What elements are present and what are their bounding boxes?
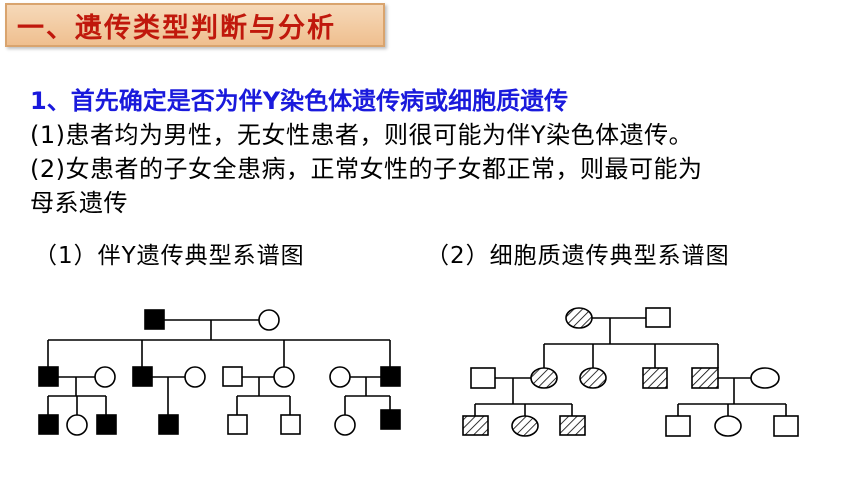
heading: 1、首先确定是否为伴Y染色体遗传病或细胞质遗传 xyxy=(30,87,569,115)
affected-male-symbol xyxy=(380,366,401,387)
affected-male-symbol xyxy=(38,414,59,435)
affected-male-symbol xyxy=(642,367,668,389)
normal-male-symbol xyxy=(773,415,799,437)
affected-male-symbol xyxy=(158,414,179,435)
affected-male-symbol xyxy=(96,414,117,435)
affected-male-symbol xyxy=(691,367,719,389)
section-title: 一、遗传类型判断与分析 xyxy=(17,12,336,44)
normal-female-symbol xyxy=(334,414,356,436)
normal-male-symbol xyxy=(222,366,243,387)
pedigree-cytoplasmic xyxy=(462,307,799,437)
normal-female-symbol xyxy=(750,367,780,389)
pedigree-y-linked xyxy=(38,309,401,436)
point-1: (1)患者均为男性，无女性患者，则很可能为伴Y染色体遗传。 xyxy=(30,121,694,149)
normal-male-symbol xyxy=(645,307,671,328)
normal-female-symbol xyxy=(329,366,351,388)
normal-male-symbol xyxy=(470,367,496,389)
normal-female-symbol xyxy=(258,309,280,331)
affected-male-symbol xyxy=(462,415,489,436)
normal-female-symbol xyxy=(66,414,88,436)
affected-male-symbol xyxy=(132,366,153,387)
normal-female-symbol xyxy=(94,366,116,388)
affected-male-symbol xyxy=(38,366,59,387)
normal-female-symbol xyxy=(714,415,742,437)
affected-male-symbol xyxy=(559,415,586,436)
normal-male-symbol xyxy=(227,414,248,435)
normal-female-symbol xyxy=(184,366,206,388)
point-2-line-1: (2)女患者的子女全患病，正常女性的子女都正常，则最可能为 xyxy=(30,155,703,183)
affected-female-symbol xyxy=(530,367,558,389)
caption-y-linked: （1）伴Y遗传典型系谱图 xyxy=(34,243,305,269)
caption-cytoplasmic: （2）细胞质遗传典型系谱图 xyxy=(426,243,730,269)
affected-female-symbol xyxy=(511,415,539,437)
affected-female-symbol xyxy=(565,307,593,329)
affected-male-symbol xyxy=(380,409,401,430)
affected-male-symbol xyxy=(144,309,165,330)
normal-male-symbol xyxy=(665,415,691,437)
affected-female-symbol xyxy=(579,367,607,389)
normal-male-symbol xyxy=(280,414,301,435)
section-title-box: 一、遗传类型判断与分析 xyxy=(5,3,385,47)
point-2-line-2: 母系遗传 xyxy=(30,189,128,217)
normal-female-symbol xyxy=(273,366,295,388)
